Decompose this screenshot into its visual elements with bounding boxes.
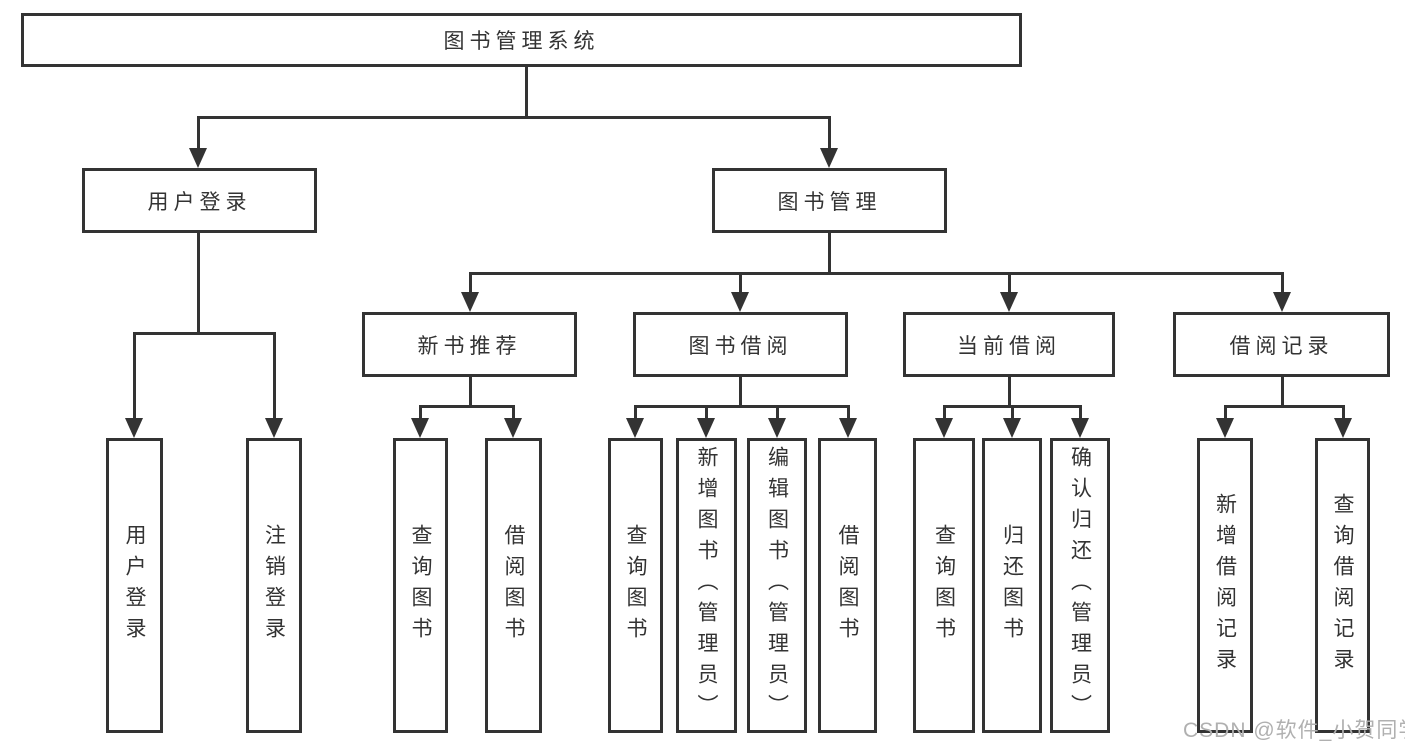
connector-line (196, 233, 200, 333)
node-new-book-recommend-label: 新书推荐 (417, 334, 522, 358)
leaf-user-login-label: 用户登录 (123, 523, 146, 648)
connector-line (468, 273, 472, 294)
connector-line (775, 406, 779, 420)
arrow-down-icon (1071, 418, 1089, 438)
leaf-logout-login-label: 注销登录 (262, 523, 286, 648)
arrow-down-icon (1273, 292, 1291, 312)
leaf-return-books-label: 归还图书 (1000, 523, 1024, 648)
connector-line (739, 377, 742, 406)
node-user-login-label: 用户登录 (147, 190, 252, 214)
connector-line (511, 406, 515, 420)
connector-line (418, 406, 422, 420)
arrow-down-icon (411, 418, 429, 438)
connector-line (132, 331, 276, 335)
leaf-query-books-recommend-label: 查询图书 (409, 523, 432, 648)
arrow-down-icon (1003, 418, 1021, 438)
node-new-book-recommend: 新书推荐 (362, 312, 577, 377)
leaf-borrow-books-borrowing-label: 借阅图书 (836, 523, 859, 648)
leaf-add-books-admin: 新增图书（管理员） (676, 438, 737, 733)
leaf-query-books-borrowing: 查询图书 (608, 438, 663, 733)
arrow-down-icon (125, 418, 143, 438)
connector-line (942, 406, 946, 420)
node-book-borrowing-label: 图书借阅 (688, 334, 793, 358)
node-borrowing-records-label: 借阅记录 (1229, 334, 1334, 358)
connector-line (738, 273, 742, 294)
leaf-query-books-recommend: 查询图书 (393, 438, 448, 733)
arrow-down-icon (1334, 418, 1352, 438)
connector-line (633, 404, 850, 408)
arrow-down-icon (189, 148, 207, 168)
connector-line (272, 333, 276, 420)
connector-line (704, 406, 708, 420)
connector-line (1010, 406, 1014, 420)
connector-line (132, 333, 136, 420)
connector-line (418, 404, 515, 408)
leaf-logout-login: 注销登录 (246, 438, 302, 733)
arrow-down-icon (768, 418, 786, 438)
leaf-confirm-return-admin: 确认归还（管理员） (1050, 438, 1110, 733)
leaf-borrow-books-recommend: 借阅图书 (485, 438, 542, 733)
connector-line (1223, 406, 1227, 420)
connector-line (1078, 406, 1082, 420)
leaf-add-borrow-record: 新增借阅记录 (1197, 438, 1253, 733)
connector-line (827, 117, 831, 150)
arrow-down-icon (820, 148, 838, 168)
arrow-down-icon (1216, 418, 1234, 438)
node-current-borrowing-label: 当前借阅 (957, 334, 1061, 358)
leaf-confirm-return-admin-label: 确认归还（管理员） (1068, 446, 1092, 725)
leaf-query-books-current-label: 查询图书 (932, 523, 956, 648)
connector-line (1007, 273, 1011, 294)
watermark: CSDN @软件_小贺同学 (1183, 719, 1405, 742)
arrow-down-icon (504, 418, 522, 438)
node-borrowing-records: 借阅记录 (1173, 312, 1390, 377)
connector-line (468, 271, 1284, 275)
leaf-user-login: 用户登录 (106, 438, 163, 733)
leaf-add-books-admin-label: 新增图书（管理员） (695, 446, 718, 725)
node-current-borrowing: 当前借阅 (903, 312, 1115, 377)
leaf-query-books-borrowing-label: 查询图书 (624, 523, 647, 648)
connector-line (1280, 273, 1284, 294)
arrow-down-icon (461, 292, 479, 312)
leaf-add-borrow-record-label: 新增借阅记录 (1213, 492, 1237, 679)
leaf-query-books-current: 查询图书 (913, 438, 975, 733)
node-book-management-label: 图书管理 (777, 190, 882, 214)
leaf-borrow-books-borrowing: 借阅图书 (818, 438, 877, 733)
arrow-down-icon (731, 292, 749, 312)
leaf-borrow-books-recommend-label: 借阅图书 (502, 523, 525, 648)
arrow-down-icon (265, 418, 283, 438)
leaf-return-books: 归还图书 (982, 438, 1042, 733)
arrow-down-icon (1000, 292, 1018, 312)
connector-line (468, 377, 472, 406)
connector-line (1280, 377, 1284, 406)
connector-line (846, 406, 850, 420)
connector-line (196, 115, 831, 119)
connector-line (1007, 377, 1011, 406)
arrow-down-icon (839, 418, 857, 438)
connector-line (196, 117, 200, 150)
leaf-query-borrow-record: 查询借阅记录 (1315, 438, 1370, 733)
leaf-query-borrow-record-label: 查询借阅记录 (1331, 492, 1354, 679)
arrow-down-icon (935, 418, 953, 438)
arrow-down-icon (626, 418, 644, 438)
leaf-edit-books-admin: 编辑图书（管理员） (747, 438, 807, 733)
node-book-borrowing: 图书借阅 (633, 312, 848, 377)
node-library-system: 图书管理系统 (21, 13, 1022, 67)
node-book-management: 图书管理 (712, 168, 947, 233)
arrow-down-icon (697, 418, 715, 438)
connector-line (1223, 404, 1345, 408)
connector-line (633, 406, 637, 420)
connector-line (524, 67, 528, 117)
leaf-edit-books-admin-label: 编辑图书（管理员） (765, 446, 789, 725)
connector-line (1341, 406, 1345, 420)
connector-line (827, 233, 831, 273)
node-library-system-label: 图书管理系统 (443, 30, 600, 53)
node-user-login: 用户登录 (82, 168, 317, 233)
